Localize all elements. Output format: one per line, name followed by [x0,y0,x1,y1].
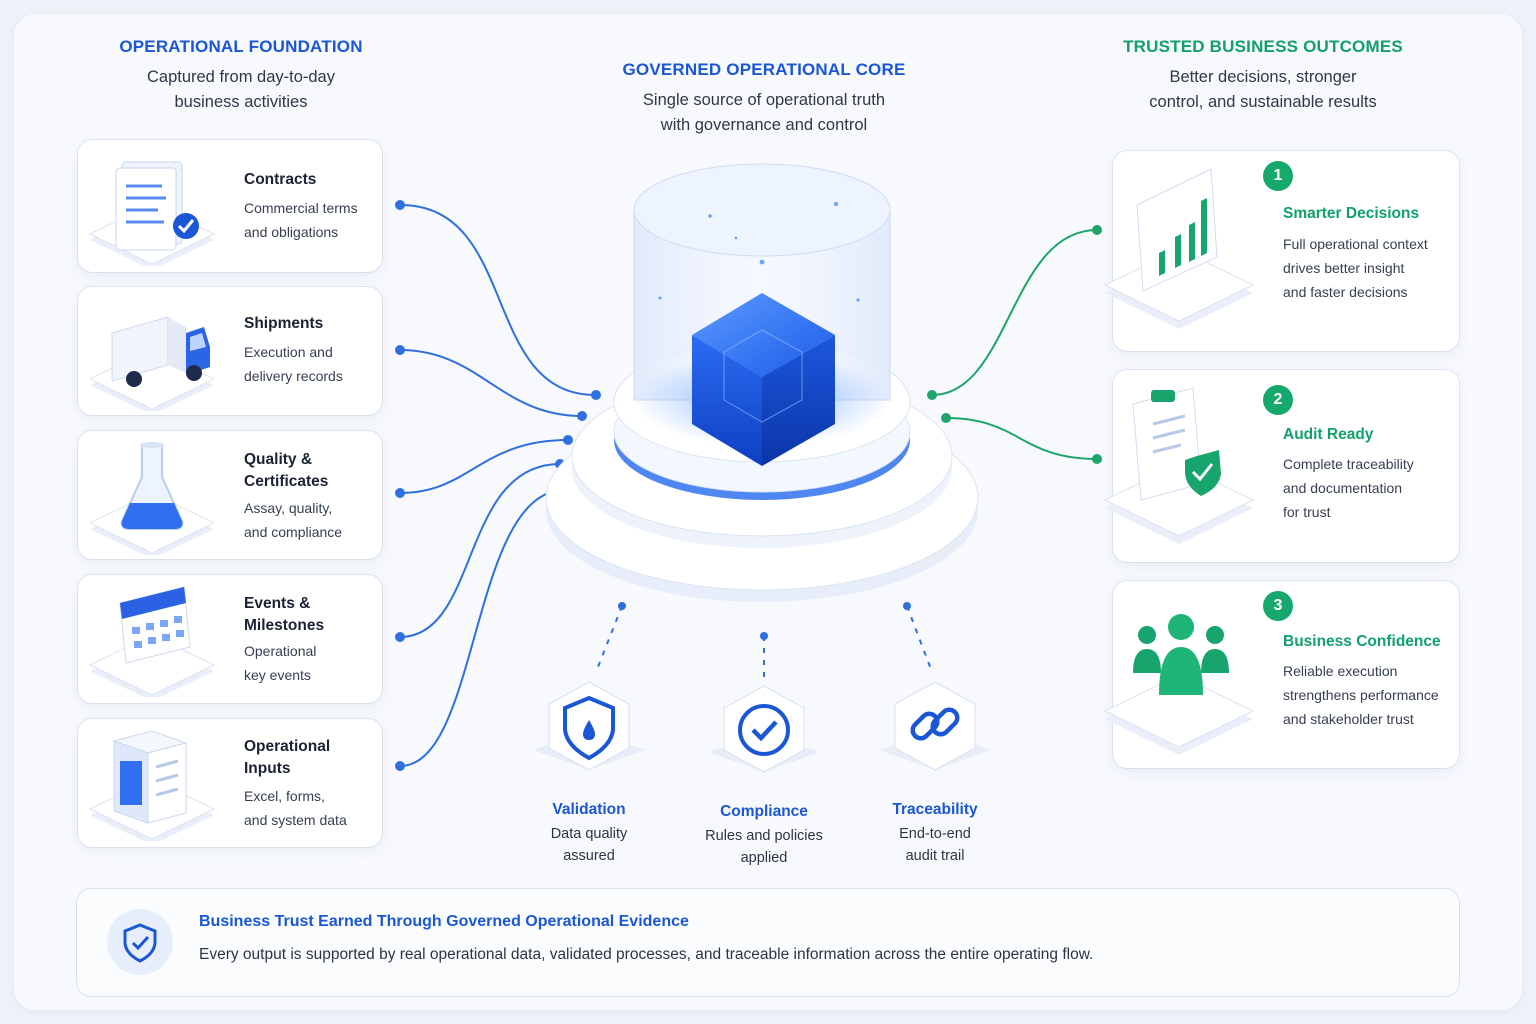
card-description: Excel, forms, and system data [244,788,347,828]
wire-contracts [399,204,597,396]
card-title: Smarter Decisions [1283,205,1420,222]
card-title: Events & Milestones [244,595,325,634]
pillar-description: End-to-end audit trail [899,826,971,864]
card-description: Assay, quality, and compliance [244,500,343,540]
right-subheading: Better decisions, stronger control, and … [1149,68,1377,111]
card-shipments[interactable]: Shipments Execution and delivery records [78,287,382,415]
wire-inputs [399,489,566,767]
center-column-header: GOVERNED OPERATIONAL CORE Single source … [580,60,948,138]
step-badge: 1 [1263,161,1293,191]
pillar-validation[interactable]: Validation Data quality assured [522,678,656,867]
footer-title: Business Trust Earned Through Governed O… [199,913,689,930]
left-column-header: OPERATIONAL FOUNDATION Captured from day… [90,37,392,115]
wire-quality [399,439,569,494]
truck-icon [88,316,216,411]
right-column-header: TRUSTED BUSINESS OUTCOMES Better decisio… [1100,37,1426,115]
card-description: Full operational context drives better i… [1283,236,1428,300]
shield-drop-icon [533,681,645,771]
card-operational-inputs[interactable]: Operational Inputs Excel, forms, and sys… [78,719,382,847]
card-description: Reliable execution strengthens performan… [1283,663,1439,727]
governed-core-illustration [545,163,979,602]
card-description: Operational key events [244,643,317,683]
data-file-icon [88,730,216,841]
wire-decisions [931,229,1098,396]
wire-shipments [399,349,583,417]
check-circle-icon [708,685,820,773]
pillar-title: Traceability [892,801,978,818]
pillar-compliance[interactable]: Compliance Rules and policies applied [697,684,831,869]
step-badge: 3 [1263,591,1293,621]
card-description: Execution and delivery records [244,344,343,384]
pillar-description: Data quality assured [550,826,628,864]
shield-check-icon [107,909,173,975]
bar-chart-icon [1103,168,1255,329]
card-title: Audit Ready [1283,426,1374,443]
document-check-icon [88,161,216,266]
footer-text: Every output is supported by real operat… [199,946,1094,963]
clipboard-shield-icon [1103,387,1255,544]
link-icon [879,681,991,771]
wire-audit [945,417,1098,460]
flask-icon [88,442,216,555]
card-quality-certificates[interactable]: Quality & Certificates Assay, quality, a… [78,431,382,559]
card-title: Shipments [244,315,324,332]
card-title: Business Confidence [1283,633,1441,650]
footer-banner: Business Trust Earned Through Governed O… [77,889,1459,996]
card-description: Commercial terms and obligations [244,200,358,240]
center-subheading: Single source of operational truth with … [642,91,886,134]
card-smarter-decisions[interactable]: 1 Smarter Decisions Full operational con… [1103,151,1459,351]
left-subheading: Captured from day-to-day business activi… [146,68,335,111]
card-events-milestones[interactable]: Events & Milestones Operational key even… [78,575,382,703]
pillar-title: Validation [552,801,626,818]
card-description: Complete traceability and documentation … [1283,456,1414,520]
pillar-title: Compliance [720,803,808,820]
calendar-icon [88,586,216,697]
pillar-traceability[interactable]: Traceability End-to-end audit trail [868,678,1002,867]
card-title: Contracts [244,171,317,188]
step-badge: 2 [1263,385,1293,415]
left-heading: OPERATIONAL FOUNDATION [119,37,363,56]
card-title: Operational Inputs [244,738,331,777]
card-business-confidence[interactable]: 3 Business Confidence Reliable execution… [1103,581,1459,768]
card-title: Quality & Certificates [244,451,329,490]
people-icon [1103,614,1255,755]
card-contracts[interactable]: Contracts Commercial terms and obligatio… [78,140,382,272]
center-heading: GOVERNED OPERATIONAL CORE [622,60,906,79]
wire-events [399,463,561,638]
pillar-description: Rules and policies applied [705,828,823,866]
card-audit-ready[interactable]: 2 Audit Ready Complete traceability and … [1103,370,1459,562]
right-heading: TRUSTED BUSINESS OUTCOMES [1123,37,1403,56]
